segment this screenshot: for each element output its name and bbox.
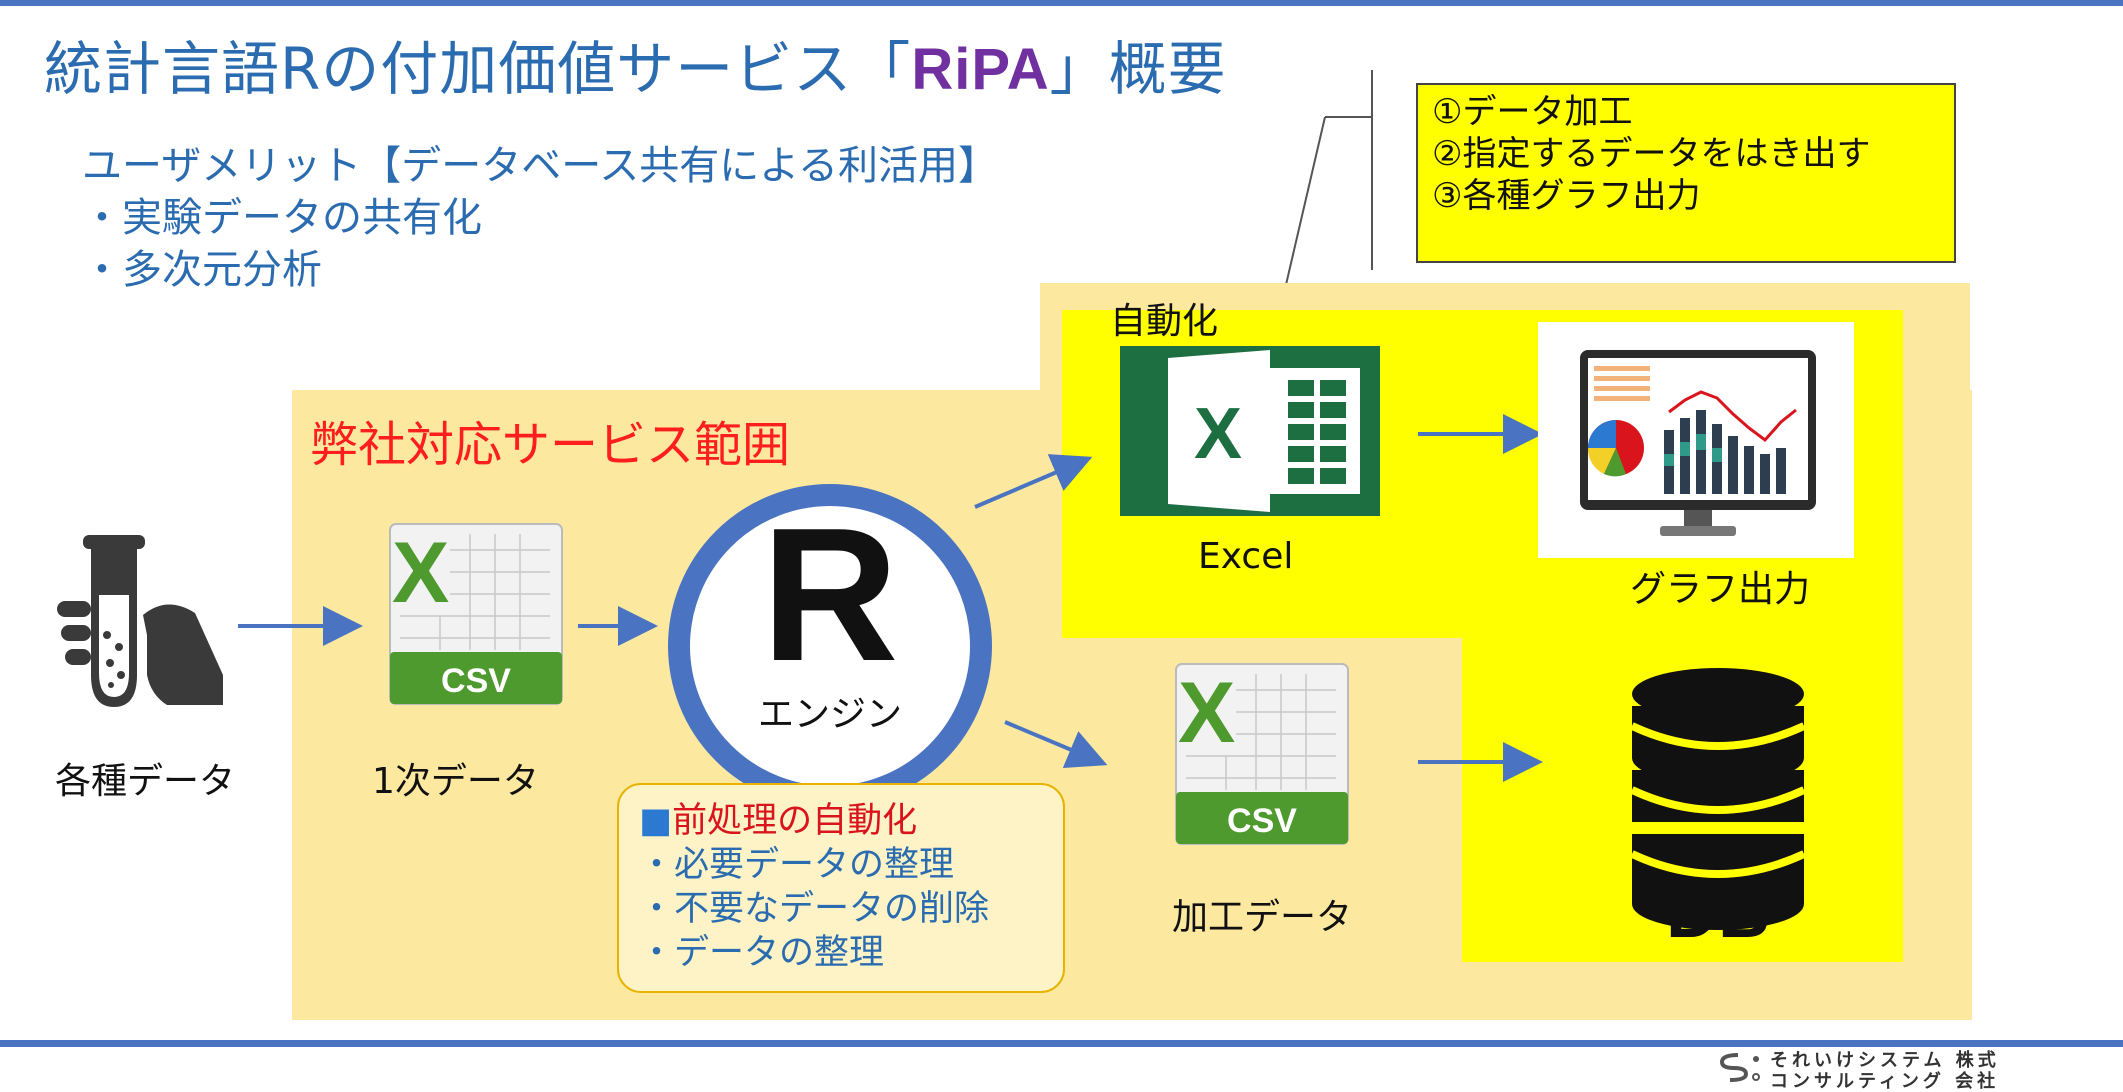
title-brand: RiPA bbox=[911, 37, 1050, 102]
excel-label: Excel bbox=[1198, 536, 1294, 577]
preprocess-item: ・データの整理 bbox=[639, 933, 885, 973]
callout-item: ③各種グラフ出力 bbox=[1432, 176, 1701, 216]
title-suffix: 」概要 bbox=[1049, 35, 1227, 103]
excel-x-letter: X bbox=[392, 525, 449, 621]
various-data-label: 各種データ bbox=[55, 761, 236, 802]
merit-item: ・多次元分析 bbox=[82, 247, 322, 293]
preprocess-heading: 前処理の自動化 bbox=[672, 801, 918, 841]
processed-data-label: 加工データ bbox=[1172, 897, 1353, 938]
engine-label: エンジン bbox=[757, 694, 902, 735]
automation-label: 自動化 bbox=[1110, 301, 1219, 342]
top-accent-bar bbox=[0, 0, 2123, 6]
preprocess-item: ・不要なデータの削除 bbox=[639, 889, 990, 929]
title-prefix: 統計言語Rの付加価値サービス「 bbox=[44, 35, 912, 103]
preprocess-item: ・必要データの整理 bbox=[639, 845, 955, 885]
company-name: それいけシステム 株式 コンサルティング 会社 bbox=[1770, 1050, 2000, 1092]
csv-badge-text: CSV bbox=[1227, 802, 1297, 840]
company-logo-icon bbox=[1719, 1053, 1760, 1082]
graph-output-label: グラフ出力 bbox=[1630, 569, 1811, 610]
company-name-line2: コンサルティング 会社 bbox=[1770, 1071, 2000, 1092]
merit-heading: ユーザメリット【データベース共有による利活用】 bbox=[82, 143, 998, 189]
bottom-accent-bar bbox=[0, 1040, 2123, 1047]
monitor-chart-icon bbox=[1580, 350, 1816, 536]
preprocess-box: ■前処理の自動化 ・必要データの整理 ・不要なデータの削除 ・データの整理 bbox=[617, 783, 1065, 993]
excel-x-letter: X bbox=[1194, 394, 1242, 474]
database-icon bbox=[1630, 668, 1806, 930]
excel-x-letter: X bbox=[1178, 665, 1235, 761]
automation-callout: ①データ加工 ②指定するデータをはき出す ③各種グラフ出力 bbox=[1416, 83, 1956, 263]
merit-item: ・実験データの共有化 bbox=[82, 195, 482, 241]
db-label: DB bbox=[1666, 873, 1770, 953]
service-area-label: 弊社対応サービス範囲 bbox=[310, 417, 791, 473]
callout-item: ①データ加工 bbox=[1432, 92, 1633, 132]
csv-badge-text: CSV bbox=[441, 662, 511, 700]
slide-title: 統計言語Rの付加価値サービス「RiPA」概要 bbox=[44, 22, 1227, 106]
user-merits: ユーザメリット【データベース共有による利活用】 ・実験データの共有化 ・多次元分… bbox=[82, 140, 998, 296]
company-name-line1: それいけシステム 株式 bbox=[1770, 1050, 2000, 1071]
r-letter: R bbox=[761, 489, 899, 701]
test-tube-hand-icon bbox=[57, 535, 223, 707]
bullet-square: ■ bbox=[639, 801, 673, 841]
processed-csv-icon: CSV X bbox=[1175, 663, 1349, 845]
primary-data-label: 1次データ bbox=[372, 761, 539, 802]
callout-item: ②指定するデータをはき出す bbox=[1432, 134, 1871, 174]
csv-file-icon: CSV X bbox=[389, 523, 563, 705]
excel-icon: X bbox=[1120, 346, 1380, 516]
